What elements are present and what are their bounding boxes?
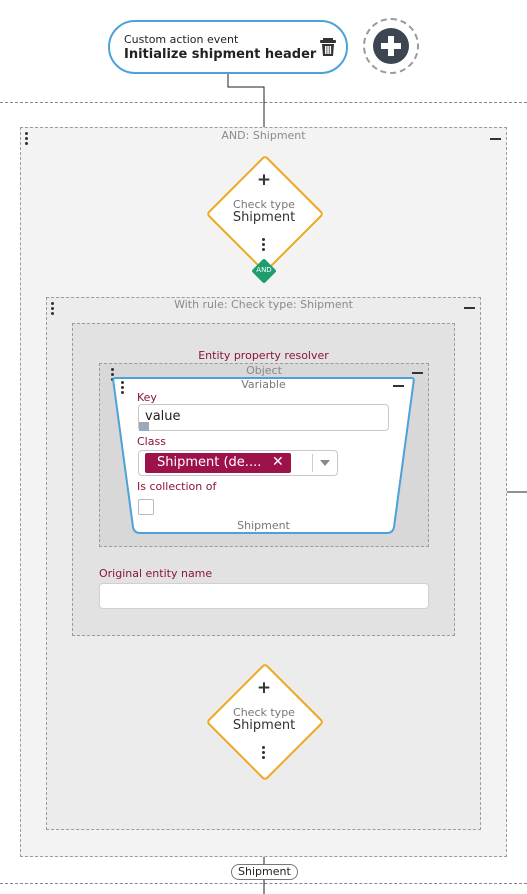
check-type-label: Shipment [232,718,296,733]
collapse-icon[interactable] [490,138,501,140]
add-circle-icon [373,28,409,64]
select-separator [312,454,313,472]
check-type-subtitle: Check type [233,198,295,211]
add-child-icon[interactable]: + [256,678,272,698]
key-input[interactable]: value [138,404,389,431]
add-child-icon[interactable]: + [256,170,272,190]
event-title: Initialize shipment header [124,47,317,62]
class-select[interactable]: Shipment (de.... ✕ [138,450,338,476]
class-label: Class [137,435,166,448]
collapse-icon[interactable] [464,307,475,309]
variable-footer: Shipment [237,519,290,532]
kebab-icon[interactable] [121,381,127,396]
output-badge: Shipment [231,864,298,880]
check-type-label: Shipment [232,210,296,225]
key-label: Key [137,391,157,404]
object-title: Object [246,364,282,377]
check-type-node-bottom[interactable]: + Check type Shipment [205,662,325,782]
custom-action-event-node[interactable]: Custom action event Initialize shipment … [108,20,348,74]
kebab-icon[interactable] [25,132,31,147]
key-value: value [145,409,181,424]
original-entity-name-input[interactable] [99,583,429,609]
and-container-title: AND: Shipment [221,129,306,142]
close-icon[interactable]: ✕ [272,454,284,470]
chevron-down-icon[interactable] [320,460,330,466]
variable-title: Variable [241,378,286,391]
class-chip: Shipment (de.... ✕ [145,453,291,473]
resize-icon[interactable] [139,422,149,431]
is-collection-checkbox[interactable] [138,499,154,515]
and-badge-label: AND [256,266,272,274]
resolver-title: Entity property resolver [198,349,329,362]
with-rule-title: With rule: Check type: Shipment [174,298,353,311]
check-type-subtitle: Check type [233,706,295,719]
class-chip-label: Shipment (de.... [157,455,262,470]
is-collection-label: Is collection of [137,480,217,493]
collapse-icon[interactable] [412,372,423,374]
event-subtitle: Custom action event [124,33,239,46]
bottom-section-divider [0,883,527,884]
check-type-node-top[interactable]: + Check type Shipment [205,154,325,274]
collapse-icon[interactable] [393,385,404,387]
trash-icon[interactable] [319,37,337,57]
top-section-divider [0,102,527,103]
kebab-icon[interactable] [51,302,57,317]
add-node-button[interactable] [363,18,419,74]
kebab-icon[interactable] [262,238,268,253]
original-entity-name-label: Original entity name [99,567,213,580]
kebab-icon[interactable] [262,746,268,761]
